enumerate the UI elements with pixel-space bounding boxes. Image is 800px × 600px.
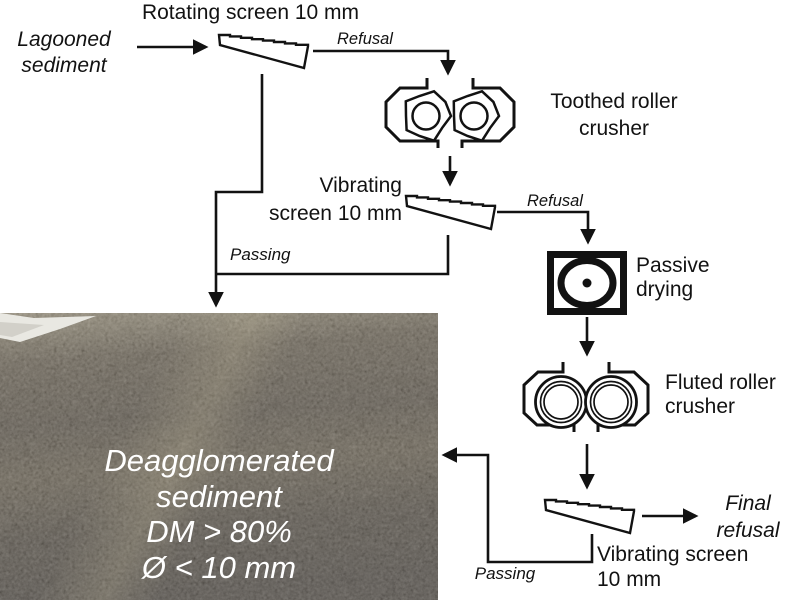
sediment-photo xyxy=(0,313,438,600)
refusal-2-connector xyxy=(497,210,596,245)
final-refusal-label: Final refusal xyxy=(716,492,780,542)
rotating-screen-label: Rotating screen 10 mm xyxy=(141,1,360,24)
passive-drying-label: Passive drying xyxy=(636,254,710,301)
passing-1-connector xyxy=(216,235,450,276)
vibrating-screen-1-label: Vibrating screen 10 mm xyxy=(268,174,402,225)
vibrating-screen-2-label: Vibrating screen 10 mm xyxy=(597,543,749,591)
passing-2-label: Passing xyxy=(474,564,536,583)
refusal-1-connector xyxy=(313,49,456,76)
soil-light-band xyxy=(0,313,438,600)
passing-2-connector xyxy=(441,447,594,564)
tarp-shadow xyxy=(0,322,44,337)
tarp-corner xyxy=(0,313,96,342)
fluted-crusher-label: Fluted roller crusher xyxy=(665,371,776,418)
passing-1-label: Passing xyxy=(230,245,291,264)
fluted-roller-crusher-icon xyxy=(522,362,650,432)
refusal-1-label: Refusal xyxy=(337,30,393,48)
vibrating-screen-2-icon xyxy=(543,498,636,535)
connectors xyxy=(137,39,699,564)
refusal-2-label: Refusal xyxy=(527,192,583,210)
rotating-screen-icon xyxy=(217,33,310,70)
passive-drying-icon xyxy=(547,251,627,315)
vibrating-screen-1-icon xyxy=(404,194,497,231)
rotating-passing-connector xyxy=(214,74,264,274)
toothed-roller-crusher-icon xyxy=(384,78,516,148)
photo-caption: Deagglomerated sediment DM > 80% Ø < 10 … xyxy=(104,443,334,585)
input-label: Lagooned sediment xyxy=(17,28,111,77)
toothed-crusher-label: Toothed roller crusher xyxy=(550,90,678,140)
